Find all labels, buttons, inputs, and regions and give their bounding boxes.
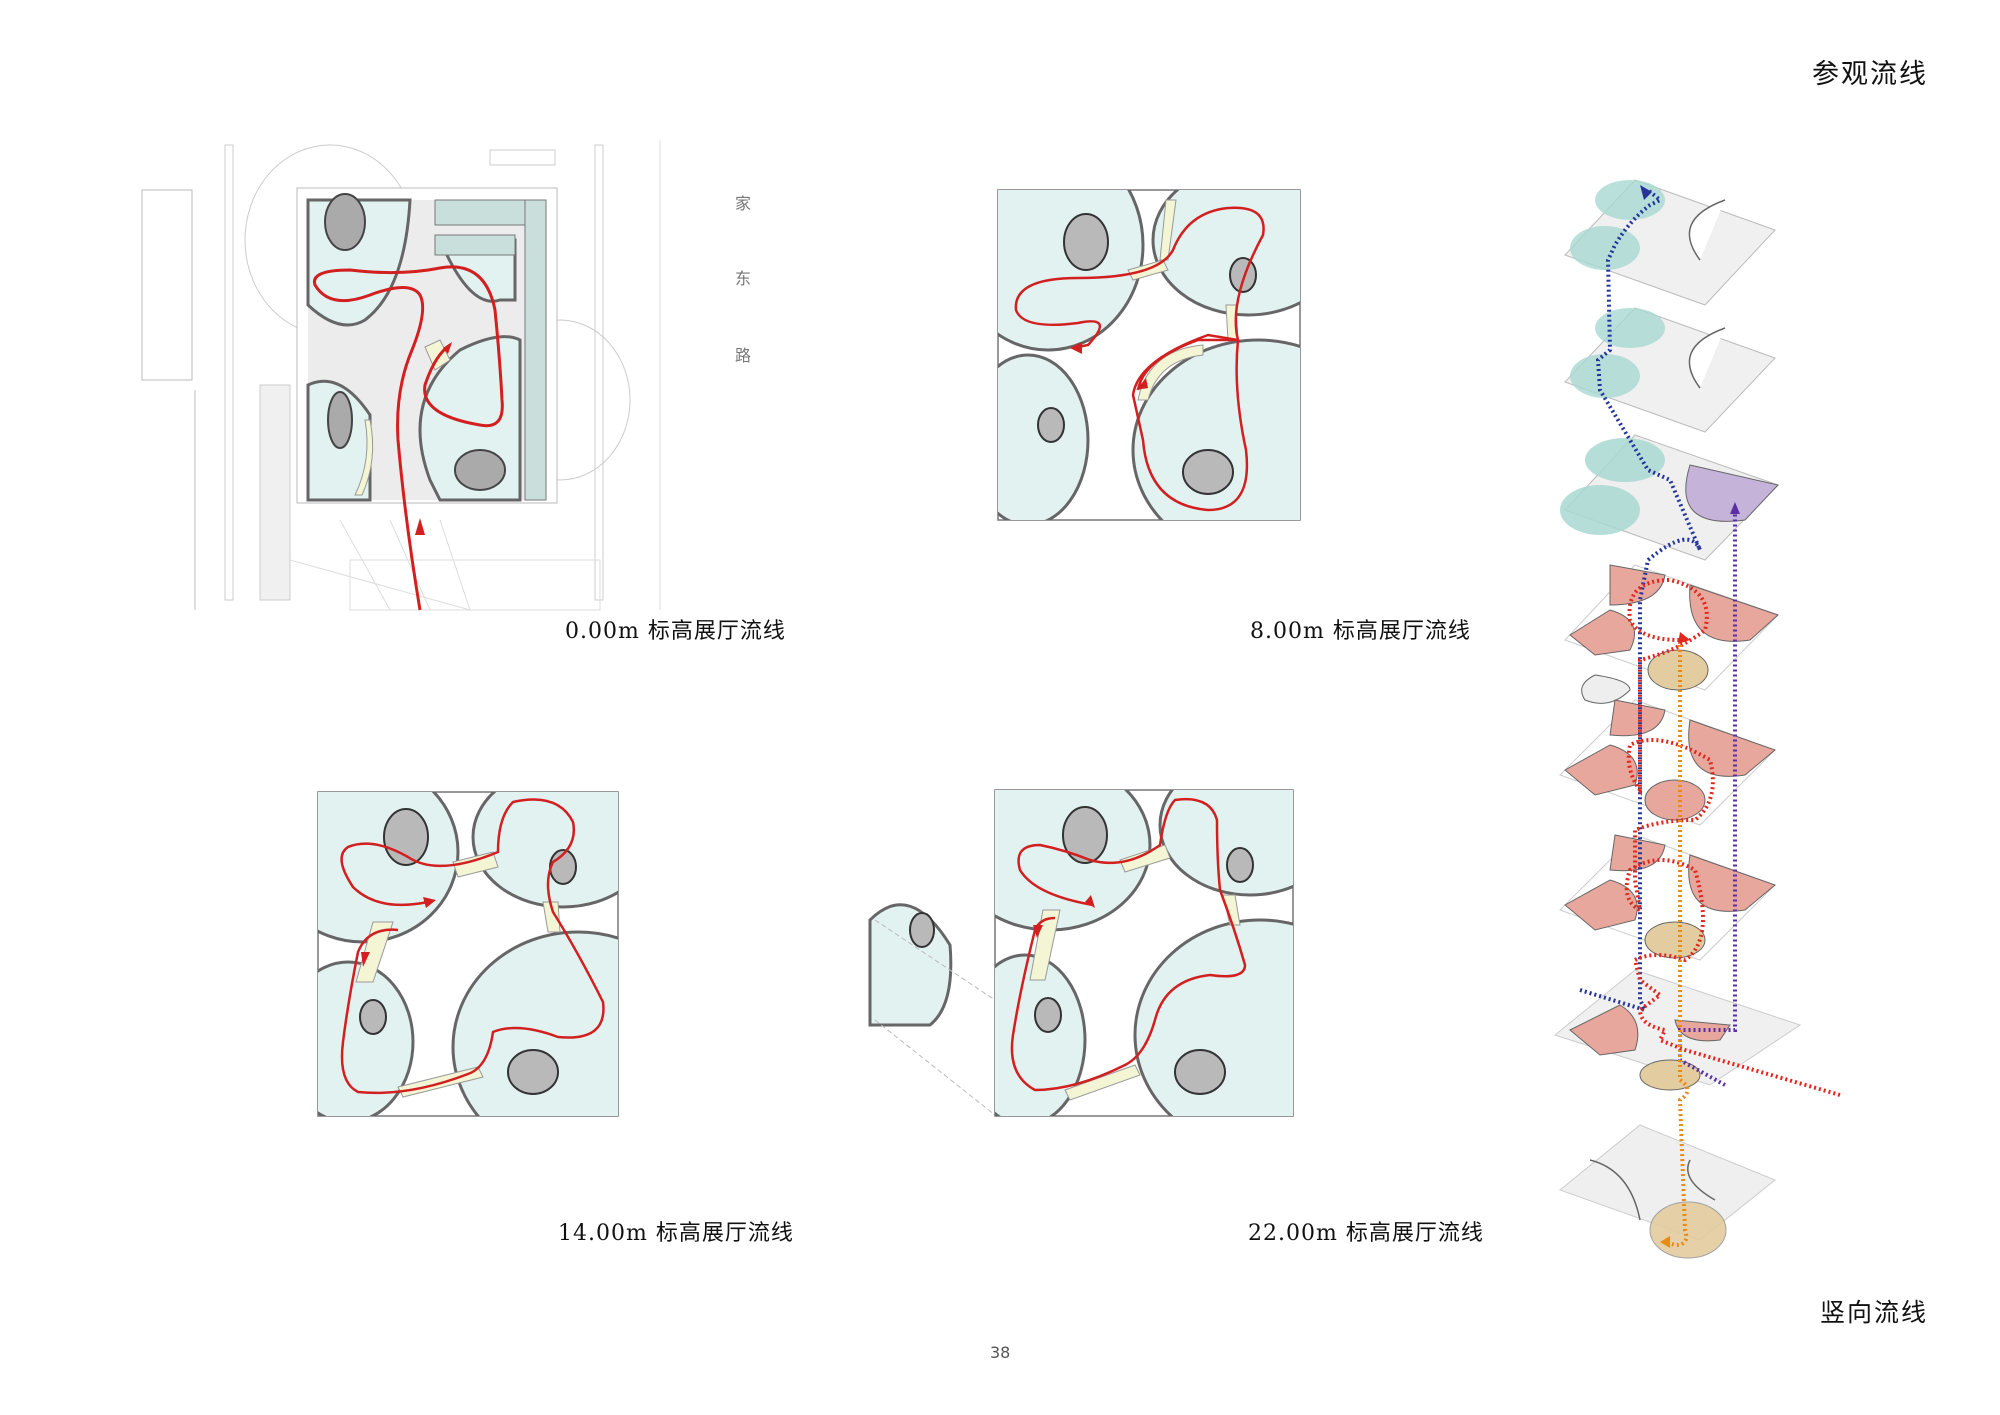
axon-floor-top xyxy=(1564,179,1776,306)
route-orange xyxy=(1664,645,1690,1248)
floor-plan-8m xyxy=(997,189,1301,521)
floor-plan-22m xyxy=(868,789,1294,1117)
road-label-char-3: 路 xyxy=(735,346,752,365)
page-number: 38 xyxy=(990,1343,1011,1362)
axon-floor-exhibit-8 xyxy=(1559,834,1776,961)
caption-plan-22m: 22.00m 标高展厅流线 xyxy=(1248,1221,1484,1246)
caption-plan-14m: 14.00m 标高展厅流线 xyxy=(558,1221,794,1246)
caption-plan-0m: 0.00m 标高展厅流线 xyxy=(565,619,786,644)
road-label-char-1: 家 xyxy=(735,194,752,213)
floor-plan-14m xyxy=(317,791,619,1117)
axon-floor-upper xyxy=(1564,307,1776,433)
vertical-circulation-axonometric xyxy=(1553,179,1841,1259)
caption-plan-8m: 8.00m 标高展厅流线 xyxy=(1250,619,1471,644)
site-plan-0m xyxy=(141,140,661,611)
page-title: 参观流线 xyxy=(1812,59,1928,90)
axon-floor-exhibit-22 xyxy=(1564,564,1779,704)
road-label-char-2: 东 xyxy=(735,269,752,288)
caption-vertical-circulation: 竖向流线 xyxy=(1819,1298,1928,1327)
axon-floor-purple xyxy=(1560,434,1779,561)
route-red xyxy=(1624,577,1841,1097)
axon-floor-exhibit-14 xyxy=(1559,699,1776,826)
